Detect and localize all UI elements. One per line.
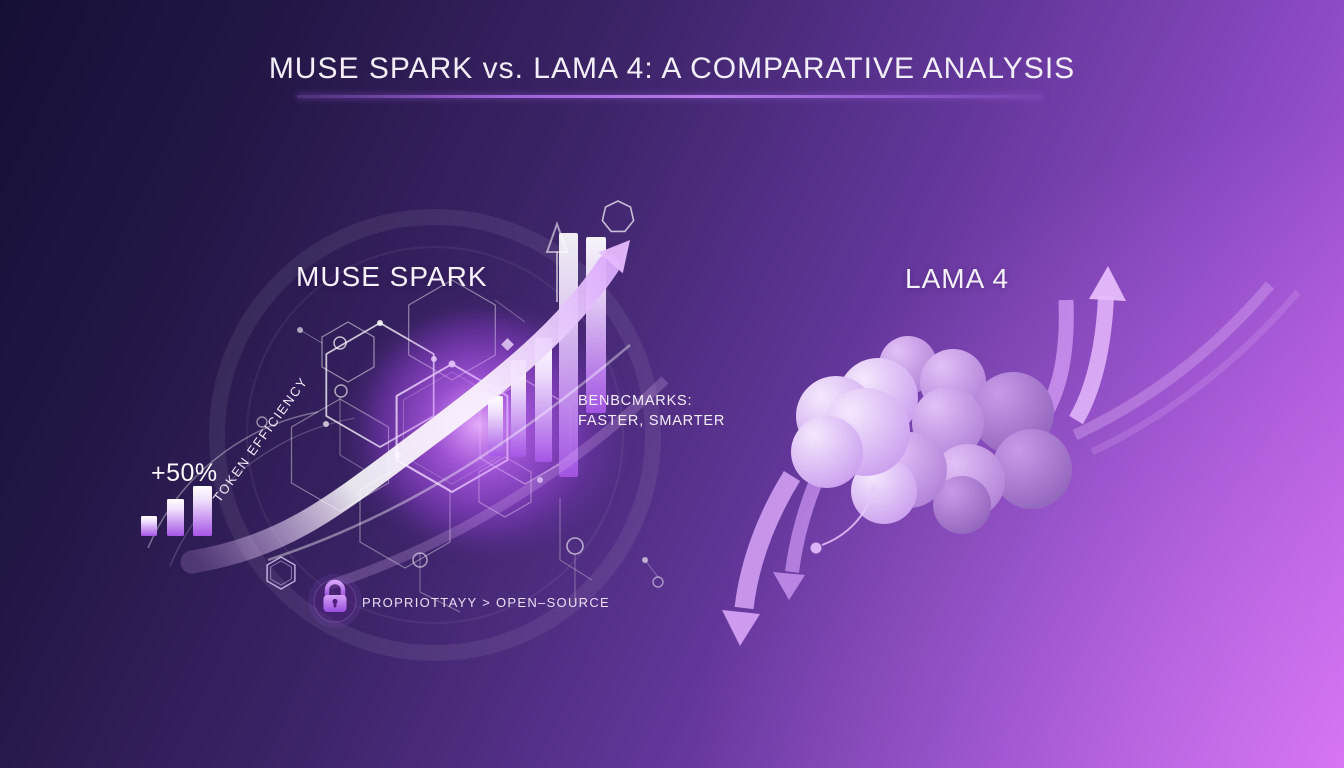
license-note: PROPRIOTTAYY > OPEN–SOURCE xyxy=(362,595,610,610)
node-dot-line-icon xyxy=(810,485,875,554)
line-arrow-outline-icon xyxy=(545,221,569,302)
efficiency-arc xyxy=(147,411,319,549)
muse-spark-heading: MUSE SPARK xyxy=(296,261,488,292)
title-underline xyxy=(297,95,1042,98)
trail-band xyxy=(1072,281,1275,440)
efficiency-stat: +50% xyxy=(151,459,218,487)
benchmarks-line2: FASTER, SMARTER xyxy=(578,413,726,429)
trail-band-2 xyxy=(1090,289,1301,456)
growth-arrow-icon xyxy=(180,240,669,590)
faint-ring-inner xyxy=(246,246,624,624)
efficiency-arc-2 xyxy=(169,417,356,567)
up-arrows-icon xyxy=(1039,266,1126,425)
mini-bar-chart-icon xyxy=(141,486,212,536)
lama4-diagram xyxy=(722,266,1301,646)
faint-ring xyxy=(209,209,661,661)
down-arrows-icon xyxy=(722,465,829,646)
benchmarks-caption: BENBCMARKS: FASTER, SMARTER xyxy=(578,391,725,431)
heptagon-outline-icon xyxy=(601,200,635,233)
benchmarks-line1: BENBCMARKS: xyxy=(578,393,693,409)
lock-icon xyxy=(308,574,362,628)
cloud-shape-icon xyxy=(791,336,1072,534)
lama4-heading: LAMA 4 xyxy=(905,263,1010,294)
small-hexagon-icon xyxy=(266,556,296,590)
muse-spark-diagram xyxy=(141,200,669,661)
page-title: MUSE SPARK vs. LAMA 4: A COMPARATIVE ANA… xyxy=(268,52,1076,85)
